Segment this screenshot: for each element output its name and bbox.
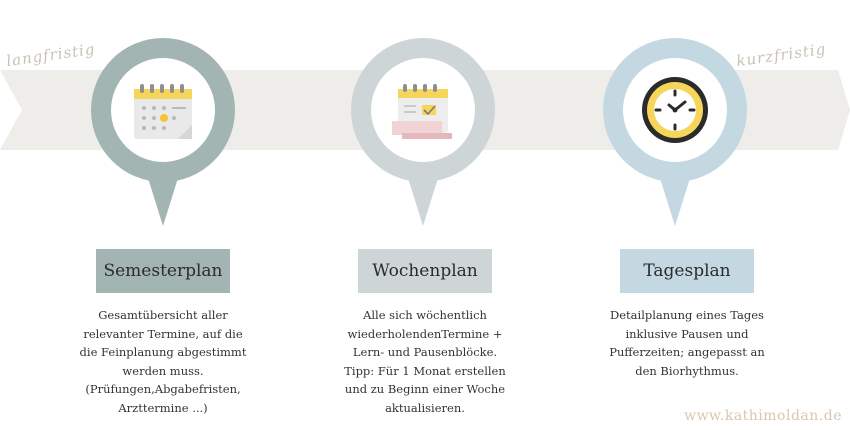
description-line: (Prüfungen,Abgabefristen, [85, 382, 241, 396]
description-line: Gesamtübersicht aller [98, 308, 228, 322]
day-pin [600, 38, 750, 228]
description-line: Pufferzeiten; angepasst an [609, 345, 765, 359]
description-line: inklusive Pausen und [625, 326, 749, 341]
description-line: Arzttermine ...) [118, 400, 208, 415]
weekly-planner-icon [392, 84, 452, 139]
description-line: werden muss. [122, 363, 204, 378]
description-line: den Biorhythmus. [635, 363, 739, 378]
semesterplan-title: Semesterplan [96, 249, 230, 293]
description-line: und zu Beginn einer Woche [344, 382, 506, 396]
tagesplan-description: Detailplanung eines Tages inklusive Paus… [592, 306, 782, 380]
description-line: relevanter Termine, auf die [83, 326, 243, 341]
wochenplan-description: Alle sich wöchentlich wiederholendenTerm… [330, 306, 520, 417]
wochenplan-title: Wochenplan [358, 249, 492, 293]
calendar-icon [134, 84, 192, 139]
description-line: Lern- und Pausenblöcke. [352, 345, 498, 359]
semester-pin [88, 38, 238, 228]
description-line: wiederholendenTermine + [347, 326, 503, 341]
description-line: Alle sich wöchentlich [363, 308, 487, 322]
clock-icon [642, 77, 708, 143]
website-url: www.kathimoldan.de [684, 408, 842, 424]
tagesplan-title: Tagesplan [620, 249, 754, 293]
description-line: Tipp: Für 1 Monat erstellen [344, 363, 506, 378]
week-pin [348, 38, 498, 228]
description-line: Detailplanung eines Tages [610, 308, 764, 322]
description-line: aktualisieren. [385, 400, 465, 415]
description-line: die Feinplanung abgestimmt [79, 345, 247, 359]
semesterplan-description: Gesamtübersicht aller relevanter Termine… [68, 306, 258, 417]
